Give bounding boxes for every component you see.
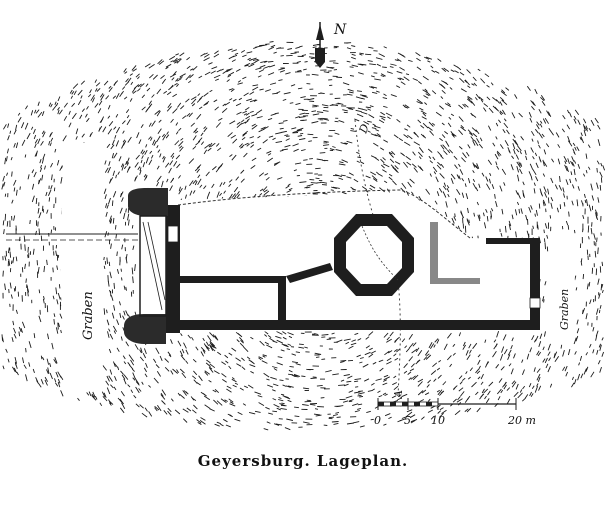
plan-caption: Geyersburg. Lageplan. [197, 452, 409, 470]
scale-tick-10: 10 [431, 414, 445, 427]
octagonal-keep [334, 214, 414, 296]
moat-label-right: Graben [558, 289, 571, 330]
left-moat [60, 140, 104, 395]
north-label: N [333, 22, 347, 38]
moat-label-left: Graben [81, 291, 96, 340]
scale-bar: 0 5 10 20 m [374, 398, 536, 427]
right-moat [548, 228, 576, 345]
bastion-top [128, 188, 168, 216]
right-wall-opening [529, 297, 541, 309]
section-label-top: D [356, 122, 372, 136]
gatehouse [139, 215, 179, 317]
north-arrow: N [315, 22, 347, 68]
section-label-bottom: A [392, 390, 405, 399]
scale-tick-5: 5 [404, 414, 411, 427]
scale-tick-0: 0 [374, 414, 381, 427]
scale-tick-20m: 20 m [507, 414, 536, 427]
bastion-bottom [124, 314, 166, 344]
inner-enclosure [430, 222, 480, 284]
terrain-hatching [1, 41, 606, 431]
